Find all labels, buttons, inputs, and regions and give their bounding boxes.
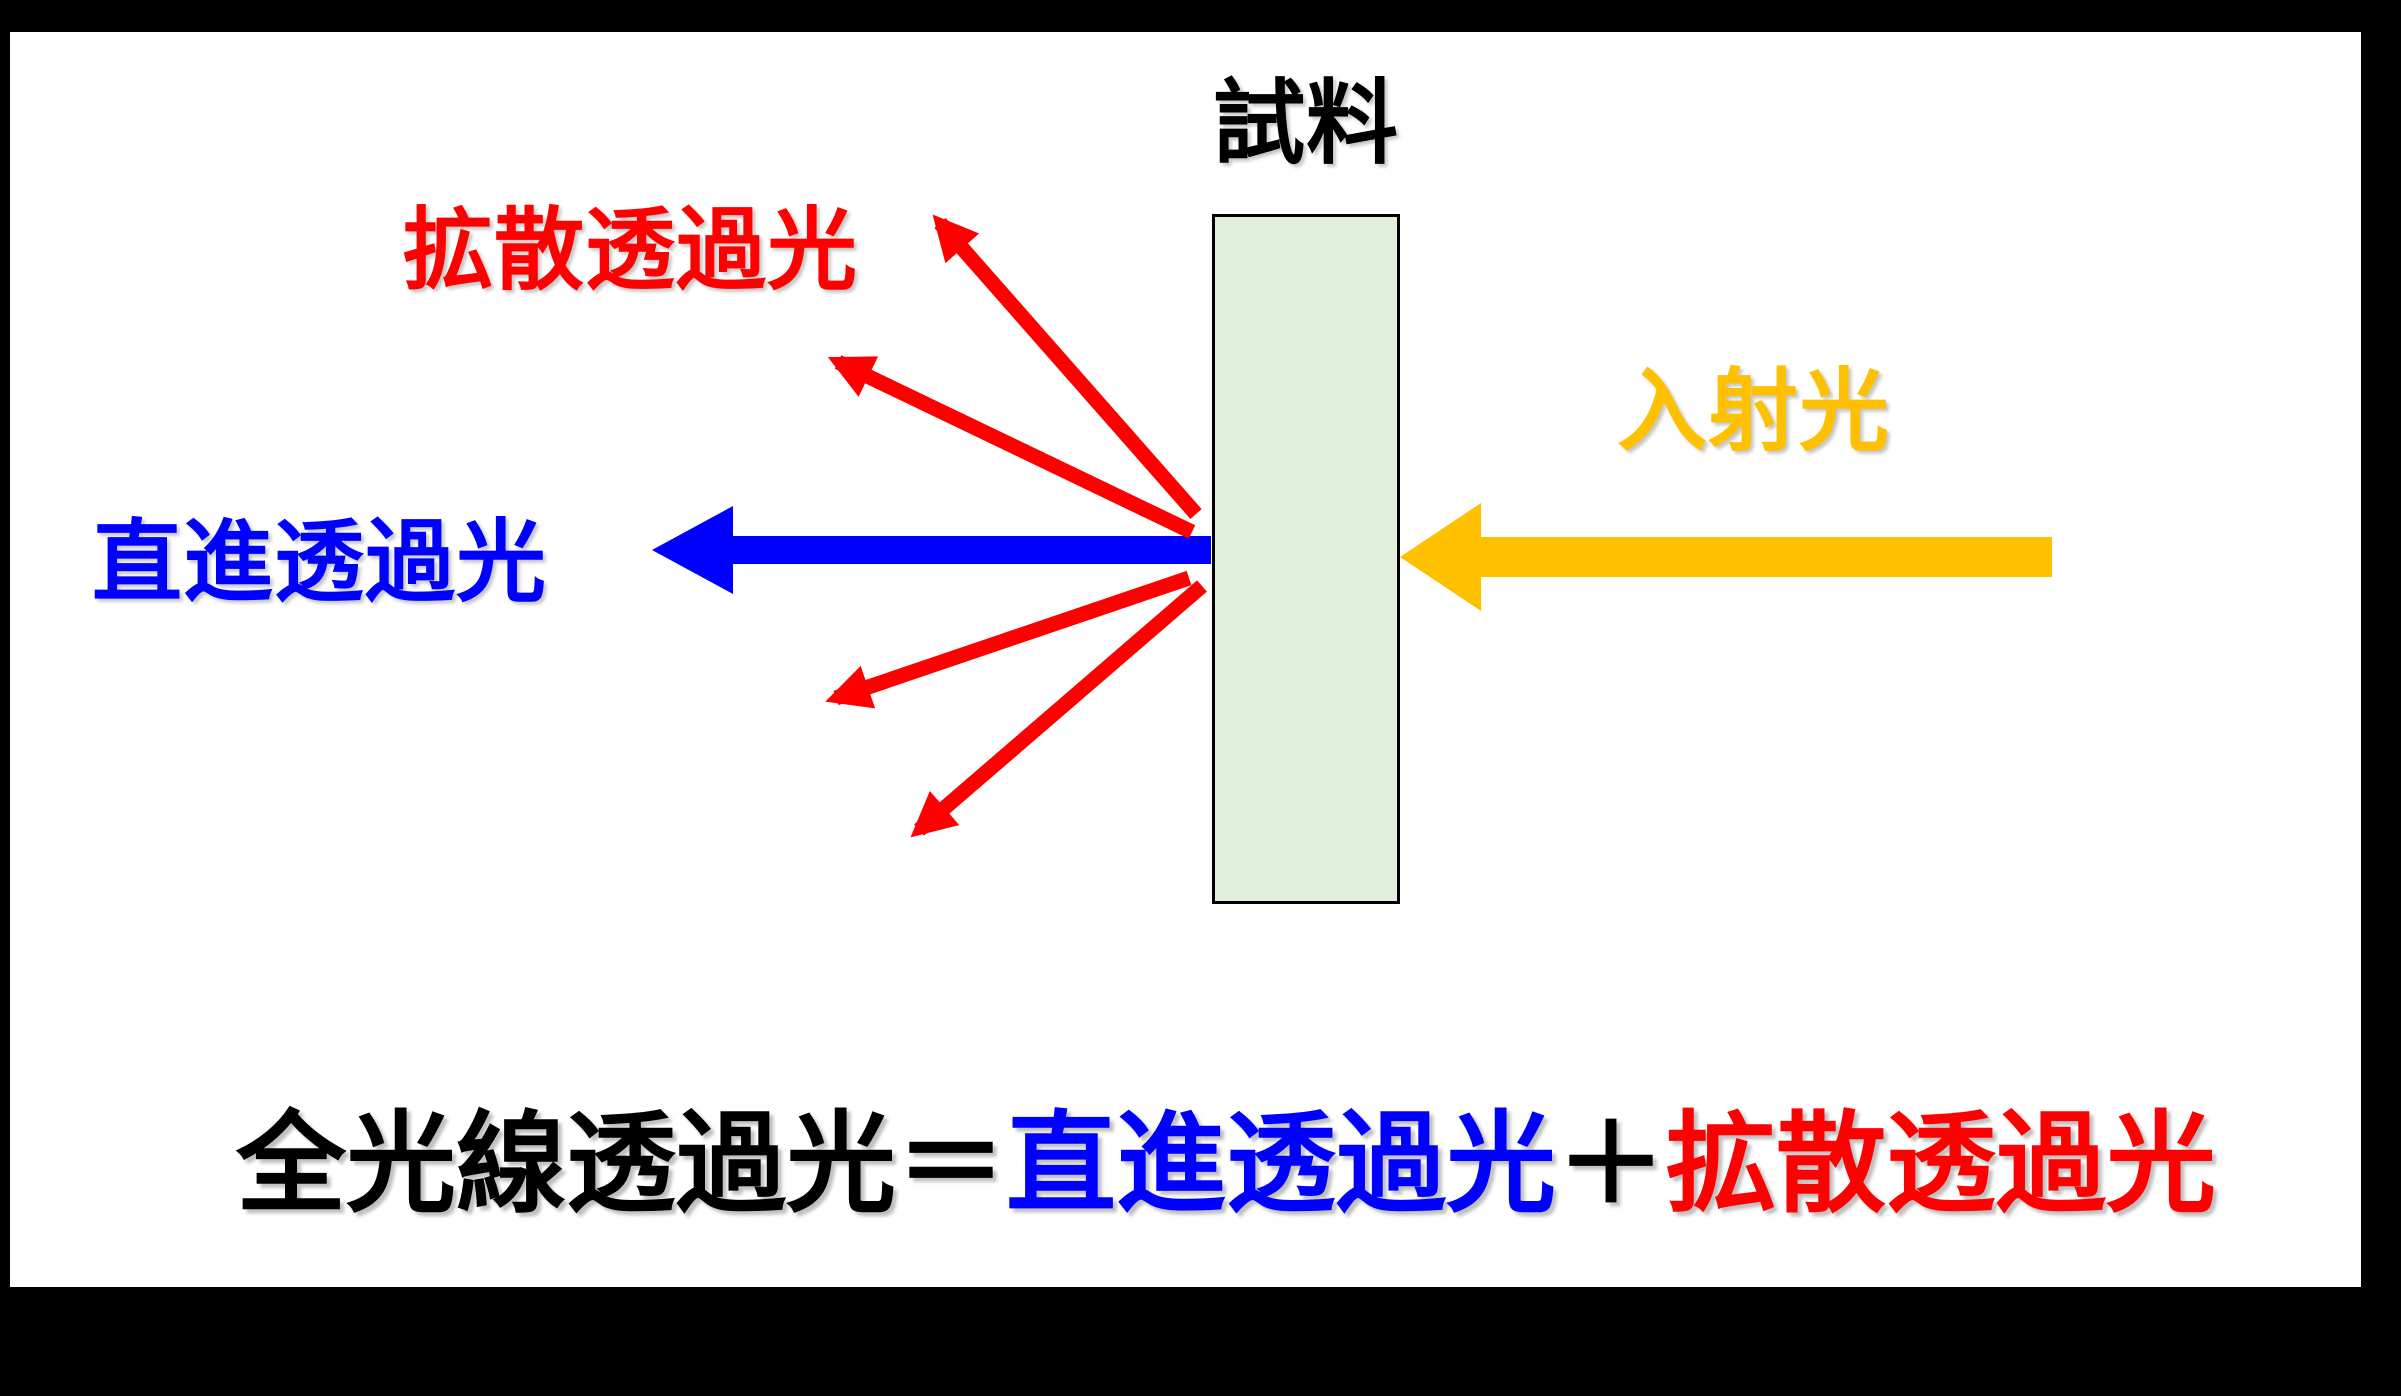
straight-light-label: 直進透過光 xyxy=(92,513,547,613)
equation-straight: 直進透過光 xyxy=(1006,1103,1556,1226)
slide-surface xyxy=(10,32,2361,1287)
equation-plus-sign: ＋ xyxy=(1556,1103,1666,1226)
diffuse-arrow-2 xyxy=(827,355,1196,539)
sample-rect xyxy=(1212,214,1400,904)
equation: 全光線透過光 ＝ 直進透過光 ＋ 拡散透過光 xyxy=(236,1110,2216,1220)
equation-equals-sign: ＝ xyxy=(896,1103,1006,1226)
diffuse-light-label: 拡散透過光 xyxy=(403,201,858,301)
incident-light-label: 入射光 xyxy=(1617,362,1890,462)
diffuse-arrow-4 xyxy=(910,580,1207,838)
straight-light-arrow xyxy=(652,506,1211,594)
sample-title: 試料 xyxy=(1212,73,1399,175)
incident-light-arrow xyxy=(1400,503,2052,611)
equation-total: 全光線透過光 xyxy=(236,1103,896,1226)
equation-diffuse: 拡散透過光 xyxy=(1666,1103,2216,1226)
diffuse-arrow-3 xyxy=(825,570,1192,709)
diffuse-arrow-1 xyxy=(932,214,1202,519)
